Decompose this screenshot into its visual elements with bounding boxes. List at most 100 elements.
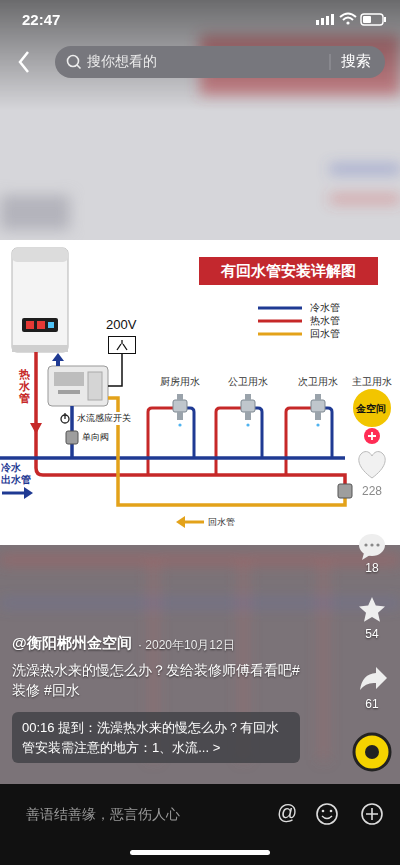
post-date: · 2020年10月12日 [138,637,235,654]
water-heater [12,345,68,352]
faucet-icon [245,412,251,420]
comment-bar [330,810,333,813]
legend-text: 回水管 [310,328,340,340]
back-arrow [20,52,28,72]
check-valve [66,431,78,444]
favorite-count: 54 [352,627,392,641]
cold-water-pipe [187,408,194,458]
side-actions [352,388,392,770]
side-actions [354,734,390,770]
power-switch-icon [61,413,69,423]
check-valve [338,484,352,498]
socket-symbol [117,340,127,350]
power-socket: 200V [108,336,136,354]
legend-text: 冷水管 [310,302,340,314]
hot-water-pipe [30,423,42,434]
status-icons [384,17,386,22]
comment-bar [0,784,400,865]
side-actions [364,543,367,546]
side-actions [352,388,392,428]
search-pill [55,46,385,78]
side-actions [359,452,385,478]
faucet-icon [173,400,187,412]
status-icons [363,16,371,23]
outlet-label: 主卫用水 [352,375,392,389]
water-heater [22,318,58,332]
blurred-video-bottom [0,545,400,785]
cold-water-pipe [0,353,345,499]
flow-switch-unit [88,372,102,400]
blurred-video-top [330,195,400,203]
pipe-label: 冷水 出水管 [1,462,33,485]
side-actions [359,534,385,556]
blurred-video-bottom [0,556,400,760]
status-time: 22:47 [22,11,60,28]
flow-switch-unit [48,366,108,406]
return-water-pipe [108,398,345,528]
faucet-icon [178,423,181,426]
cold-water-pipe [0,456,345,460]
status-icons [316,14,386,26]
side-actions [376,543,379,546]
search-button: 搜索 [341,52,371,71]
outlet-label: 公卫用水 [228,375,268,389]
faucet-icon [311,400,325,412]
outlet-label: 厨房用水 [160,375,200,389]
legend-lines [258,333,302,336]
water-heater [48,322,54,328]
side-actions [362,553,370,560]
comment-bar [366,808,378,820]
hot-water-pipe [216,408,241,475]
diagram-panel [0,240,400,545]
status-icons [340,14,356,21]
back-arrow [20,52,28,72]
like-count: 228 [352,484,392,498]
faucet-icon [177,394,183,400]
voltage-label: 200V [106,317,136,332]
share-count: 61 [352,697,392,711]
blurred-video-top [0,0,400,240]
water-heater [37,321,45,329]
comment-count: 18 [352,561,392,575]
diagram-panel [0,240,400,545]
valve-label: 单向阀 [82,431,109,444]
blurred-video-top [0,0,400,240]
cold-water-pipe [325,408,332,458]
status-icons [361,14,383,25]
blurred-video-bottom [0,600,400,606]
faucet-icon [177,412,183,420]
switch-label: 水流感应开关 [76,412,132,425]
hot-water-pipe [286,408,311,475]
caption-text: 00:16 提到：洗澡热水来的慢怎么办？有回水管安装需注意的地方：1、水流...… [22,718,290,757]
comment-bar [130,850,270,855]
side-actions [370,543,373,546]
flow-switch-unit [54,372,84,386]
avatar-logo: 金空间 [356,402,386,416]
legend-lines [258,320,302,323]
blurred-video-bottom [0,545,400,785]
comment-bar [322,816,332,819]
faucet-icon [315,412,321,420]
status-icons [346,21,349,24]
legend-lines [258,308,302,334]
comment-bar [322,810,325,813]
blurred-video-bottom [320,560,327,760]
side-actions [360,667,387,690]
post-description: 洗澡热水来的慢怎么办？发给装修师傅看看吧#装修 #回水 [12,660,312,700]
hot-water-pipe [148,408,173,475]
legend-text: 热水管 [310,315,340,327]
water-heater [12,248,68,352]
faucet-icon [241,400,255,412]
cold-water-pipe [2,492,26,495]
caption-box: 00:16 提到：洗澡热水来的慢怎么办？有回水管安装需注意的地方：1、水流...… [12,712,300,763]
status-icons [316,20,319,25]
blurred-video-top [0,0,400,110]
return-water-pipe [108,398,345,505]
pipe-label: 热水管 [19,368,30,404]
side-actions [365,745,379,759]
socket-symbol [108,336,136,354]
side-actions [368,432,376,440]
search-pill [77,65,81,69]
faucet-icon [316,423,319,426]
power-wire [108,354,122,386]
